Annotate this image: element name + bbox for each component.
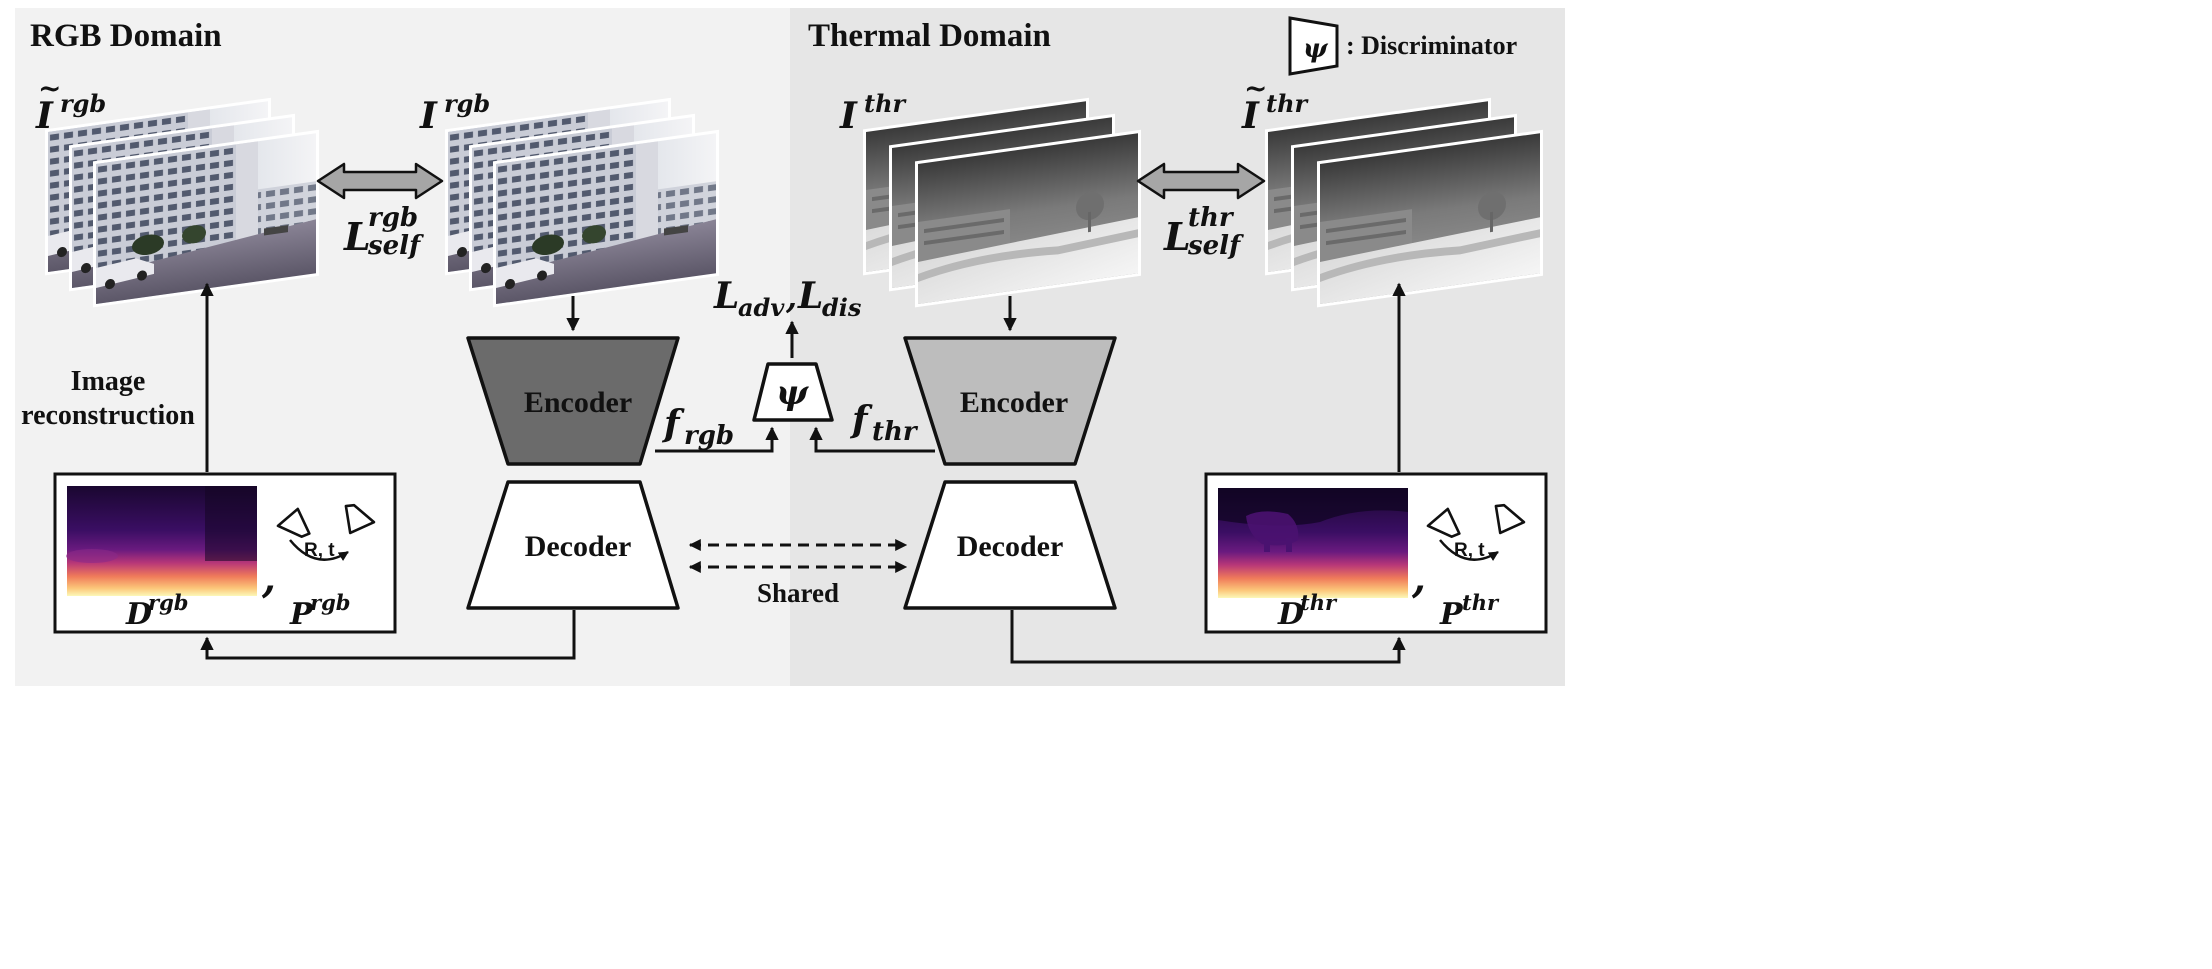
rgb-output-comma: , xyxy=(261,555,276,602)
thermal-domain-title: Thermal Domain xyxy=(808,18,1051,54)
image-reconstruction-label-line2: reconstruction xyxy=(21,400,195,431)
thermal-synth-image-stack xyxy=(1265,97,1543,308)
rgb-synth-image-label: ~ I rgb xyxy=(35,72,106,137)
thr-synth-accent: ~ xyxy=(1244,72,1267,105)
discriminator-block xyxy=(752,362,834,422)
rgb-pose-motion-arrow xyxy=(289,539,349,562)
rgb-pose-cameras: R, t xyxy=(274,502,378,562)
rgb-depth-label: D rgb xyxy=(125,590,188,632)
thr-depth-sup: thr xyxy=(1300,590,1338,615)
rgb-self-loss-base: L xyxy=(343,214,371,259)
rgb-domain-title: RGB Domain xyxy=(30,18,222,54)
adv-loss-base: L xyxy=(713,275,739,317)
dis-loss-base: L xyxy=(797,275,823,317)
discriminator-legend: ψ : Discriminator xyxy=(1288,16,1517,76)
thermal-feature-label: f thr xyxy=(849,399,919,447)
thermal-pose-label: P thr xyxy=(1439,590,1500,632)
dis-loss-sub: dis xyxy=(822,293,862,322)
thr-pose-base: P xyxy=(1439,597,1464,632)
thermal-synth-image-label: ~ I thr xyxy=(1241,72,1310,137)
rgb-self-loss-sup: rgb xyxy=(368,203,418,233)
thermal-real-image-stack xyxy=(863,97,1141,308)
f-thr-sub: thr xyxy=(872,417,919,447)
thermal-encoder-label: Encoder xyxy=(960,386,1068,419)
thr-self-loss-sub: self xyxy=(1187,231,1244,261)
rgb-encoder-label: Encoder xyxy=(524,386,632,419)
rgb-real-image-stack xyxy=(445,97,719,308)
rgb-pose-base: P xyxy=(289,597,314,632)
rgb-pose-sup: rgb xyxy=(310,590,350,615)
thermal-pose-cameras: R, t xyxy=(1424,502,1528,562)
rgb-self-loss-label: L rgb self xyxy=(343,203,424,261)
thermal-self-loss-arrow xyxy=(1136,162,1266,200)
rgb-decoder-label: Decoder xyxy=(525,530,632,563)
rgb-self-loss-sub: self xyxy=(367,231,424,261)
thr-self-loss-base: L xyxy=(1163,214,1191,259)
thr-real-sup: thr xyxy=(864,89,908,118)
rgb-decoder-output-path xyxy=(200,610,576,660)
rgb-feature-path xyxy=(655,426,779,453)
thr-depth-base: D xyxy=(1277,597,1304,632)
thermal-real-image-label: I thr xyxy=(839,89,908,137)
image-reconstruction-label-line1: Image xyxy=(71,366,146,397)
thermal-output-comma: , xyxy=(1411,555,1426,602)
thermal-self-loss-label: L thr self xyxy=(1163,203,1244,261)
thermal-pose-motion-arrow xyxy=(1439,539,1499,562)
adv-loss-separator: , xyxy=(785,278,797,316)
rgb-feature-label: f rgb xyxy=(661,403,734,451)
discriminator-legend-symbol: ψ xyxy=(1303,34,1329,64)
rgb-depth-sup: rgb xyxy=(148,590,188,615)
rgb-pose-motion-label: R, t xyxy=(304,540,335,561)
discriminator-legend-icon xyxy=(1288,16,1339,76)
thermal-depth-map xyxy=(1218,488,1408,598)
rgb-self-loss-arrow xyxy=(316,162,444,200)
rgb-real-sup: rgb xyxy=(444,89,490,118)
thermal-decoder-block xyxy=(903,480,1117,610)
rgb-pose-label: P rgb xyxy=(289,590,350,632)
rgb-synth-image-stack xyxy=(45,97,319,308)
thermal-encoder-block xyxy=(903,336,1117,466)
thr-real-base: I xyxy=(839,95,858,137)
thermal-feature-path xyxy=(809,426,935,453)
rgb-depth-map xyxy=(66,486,257,596)
adv-loss-sub: adv xyxy=(738,293,785,322)
thr-synth-sup: thr xyxy=(1266,89,1310,118)
thermal-decoder-output-path xyxy=(1010,610,1406,664)
thr-self-loss-sup: thr xyxy=(1188,203,1235,233)
rgb-depth-base: D xyxy=(125,597,152,632)
rgb-decoder-block xyxy=(466,480,680,610)
rgb-synth-base: I xyxy=(35,95,54,137)
discriminator-legend-label: : Discriminator xyxy=(1346,31,1517,60)
discriminator-symbol: ψ xyxy=(776,373,809,413)
rgb-encoder-block xyxy=(466,336,680,466)
f-rgb-sub: rgb xyxy=(684,421,734,451)
thermal-depth-label: D thr xyxy=(1277,590,1338,632)
rgb-real-base: I xyxy=(419,95,438,137)
rgb-synth-sup: rgb xyxy=(60,89,106,118)
thermal-pose-motion-label: R, t xyxy=(1454,540,1485,561)
thr-pose-sup: thr xyxy=(1462,590,1500,615)
rgb-synth-accent: ~ xyxy=(38,72,61,105)
thermal-decoder-label: Decoder xyxy=(957,530,1064,563)
thr-synth-base: I xyxy=(1241,95,1260,137)
rgb-real-image-label: I rgb xyxy=(419,89,490,137)
adversarial-loss-label: L adv , L dis xyxy=(713,275,862,322)
shared-label: Shared xyxy=(757,578,839,608)
